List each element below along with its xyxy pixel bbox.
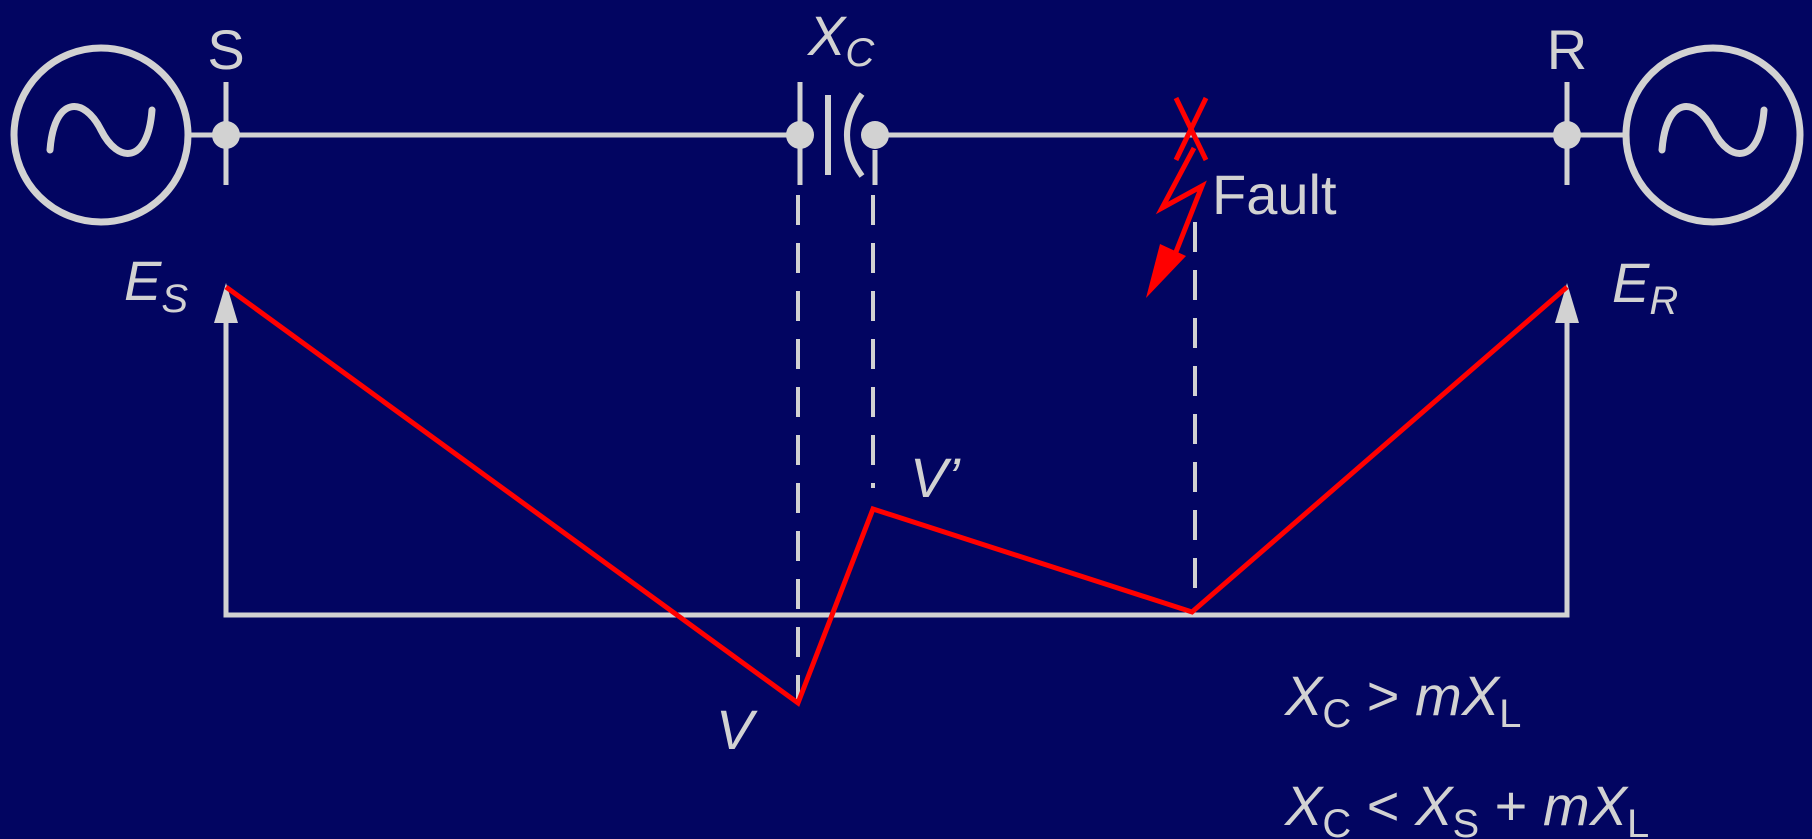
condition-term: mX bbox=[1415, 664, 1502, 727]
source-r-symbol: E bbox=[1612, 251, 1650, 314]
bus-s-node bbox=[212, 121, 240, 149]
condition-term: C bbox=[1322, 802, 1351, 839]
source-r-subscript: R bbox=[1649, 279, 1678, 323]
source-r-label: ER bbox=[1612, 251, 1678, 323]
reference-baseline bbox=[223, 295, 1570, 618]
bus-r-label: R bbox=[1547, 18, 1587, 81]
voltage-v-prime-label: V’ bbox=[910, 446, 961, 509]
series-capacitor bbox=[786, 82, 889, 185]
source-s-arrowhead bbox=[214, 283, 238, 323]
receiving-generator-circle bbox=[1622, 44, 1804, 226]
sine-wave-icon bbox=[1658, 103, 1768, 157]
fault-label: Fault bbox=[1212, 163, 1337, 226]
lightning-bolt-icon bbox=[1155, 146, 1207, 263]
condition-term: > bbox=[1351, 664, 1415, 727]
condition-term: L bbox=[1499, 692, 1521, 736]
voltage-profile-line bbox=[224, 284, 1569, 707]
condition-compensation-less: XC < XS + mXL bbox=[1283, 774, 1649, 839]
capacitor-label-symbol: X bbox=[806, 4, 848, 67]
condition-term: X bbox=[1283, 774, 1325, 837]
fault-marker bbox=[1146, 96, 1209, 298]
voltage-v-label: V bbox=[716, 698, 758, 761]
capacitor-label: XC bbox=[806, 4, 875, 75]
sine-wave-icon bbox=[46, 103, 156, 157]
source-s-subscript: S bbox=[161, 277, 188, 321]
condition-term: X bbox=[1413, 774, 1455, 837]
capacitor-plate-curved bbox=[844, 92, 865, 178]
source-r-arrowhead bbox=[1555, 283, 1579, 323]
condition-term: < bbox=[1351, 774, 1415, 837]
condition-term: C bbox=[1322, 692, 1351, 736]
capacitor-right-node bbox=[861, 121, 889, 149]
condition-term: mX bbox=[1543, 774, 1630, 837]
condition-term: X bbox=[1283, 664, 1325, 727]
receiving-generator bbox=[1622, 44, 1804, 226]
bus-r-node bbox=[1553, 121, 1581, 149]
capacitor-left-node bbox=[786, 121, 814, 149]
source-s-symbol: E bbox=[124, 249, 162, 312]
condition-compensation-greater: XC > mXL bbox=[1283, 664, 1521, 736]
bus-s-label: S bbox=[207, 18, 244, 81]
capacitor-label-subscript: C bbox=[845, 31, 875, 75]
fault-arrowhead bbox=[1146, 244, 1186, 298]
sending-generator bbox=[10, 44, 192, 226]
fault-cross-stroke bbox=[1173, 96, 1209, 162]
condition-term: + bbox=[1479, 774, 1543, 837]
condition-term: L bbox=[1627, 802, 1649, 839]
source-s-label: ES bbox=[124, 249, 188, 321]
condition-term: S bbox=[1452, 802, 1479, 839]
